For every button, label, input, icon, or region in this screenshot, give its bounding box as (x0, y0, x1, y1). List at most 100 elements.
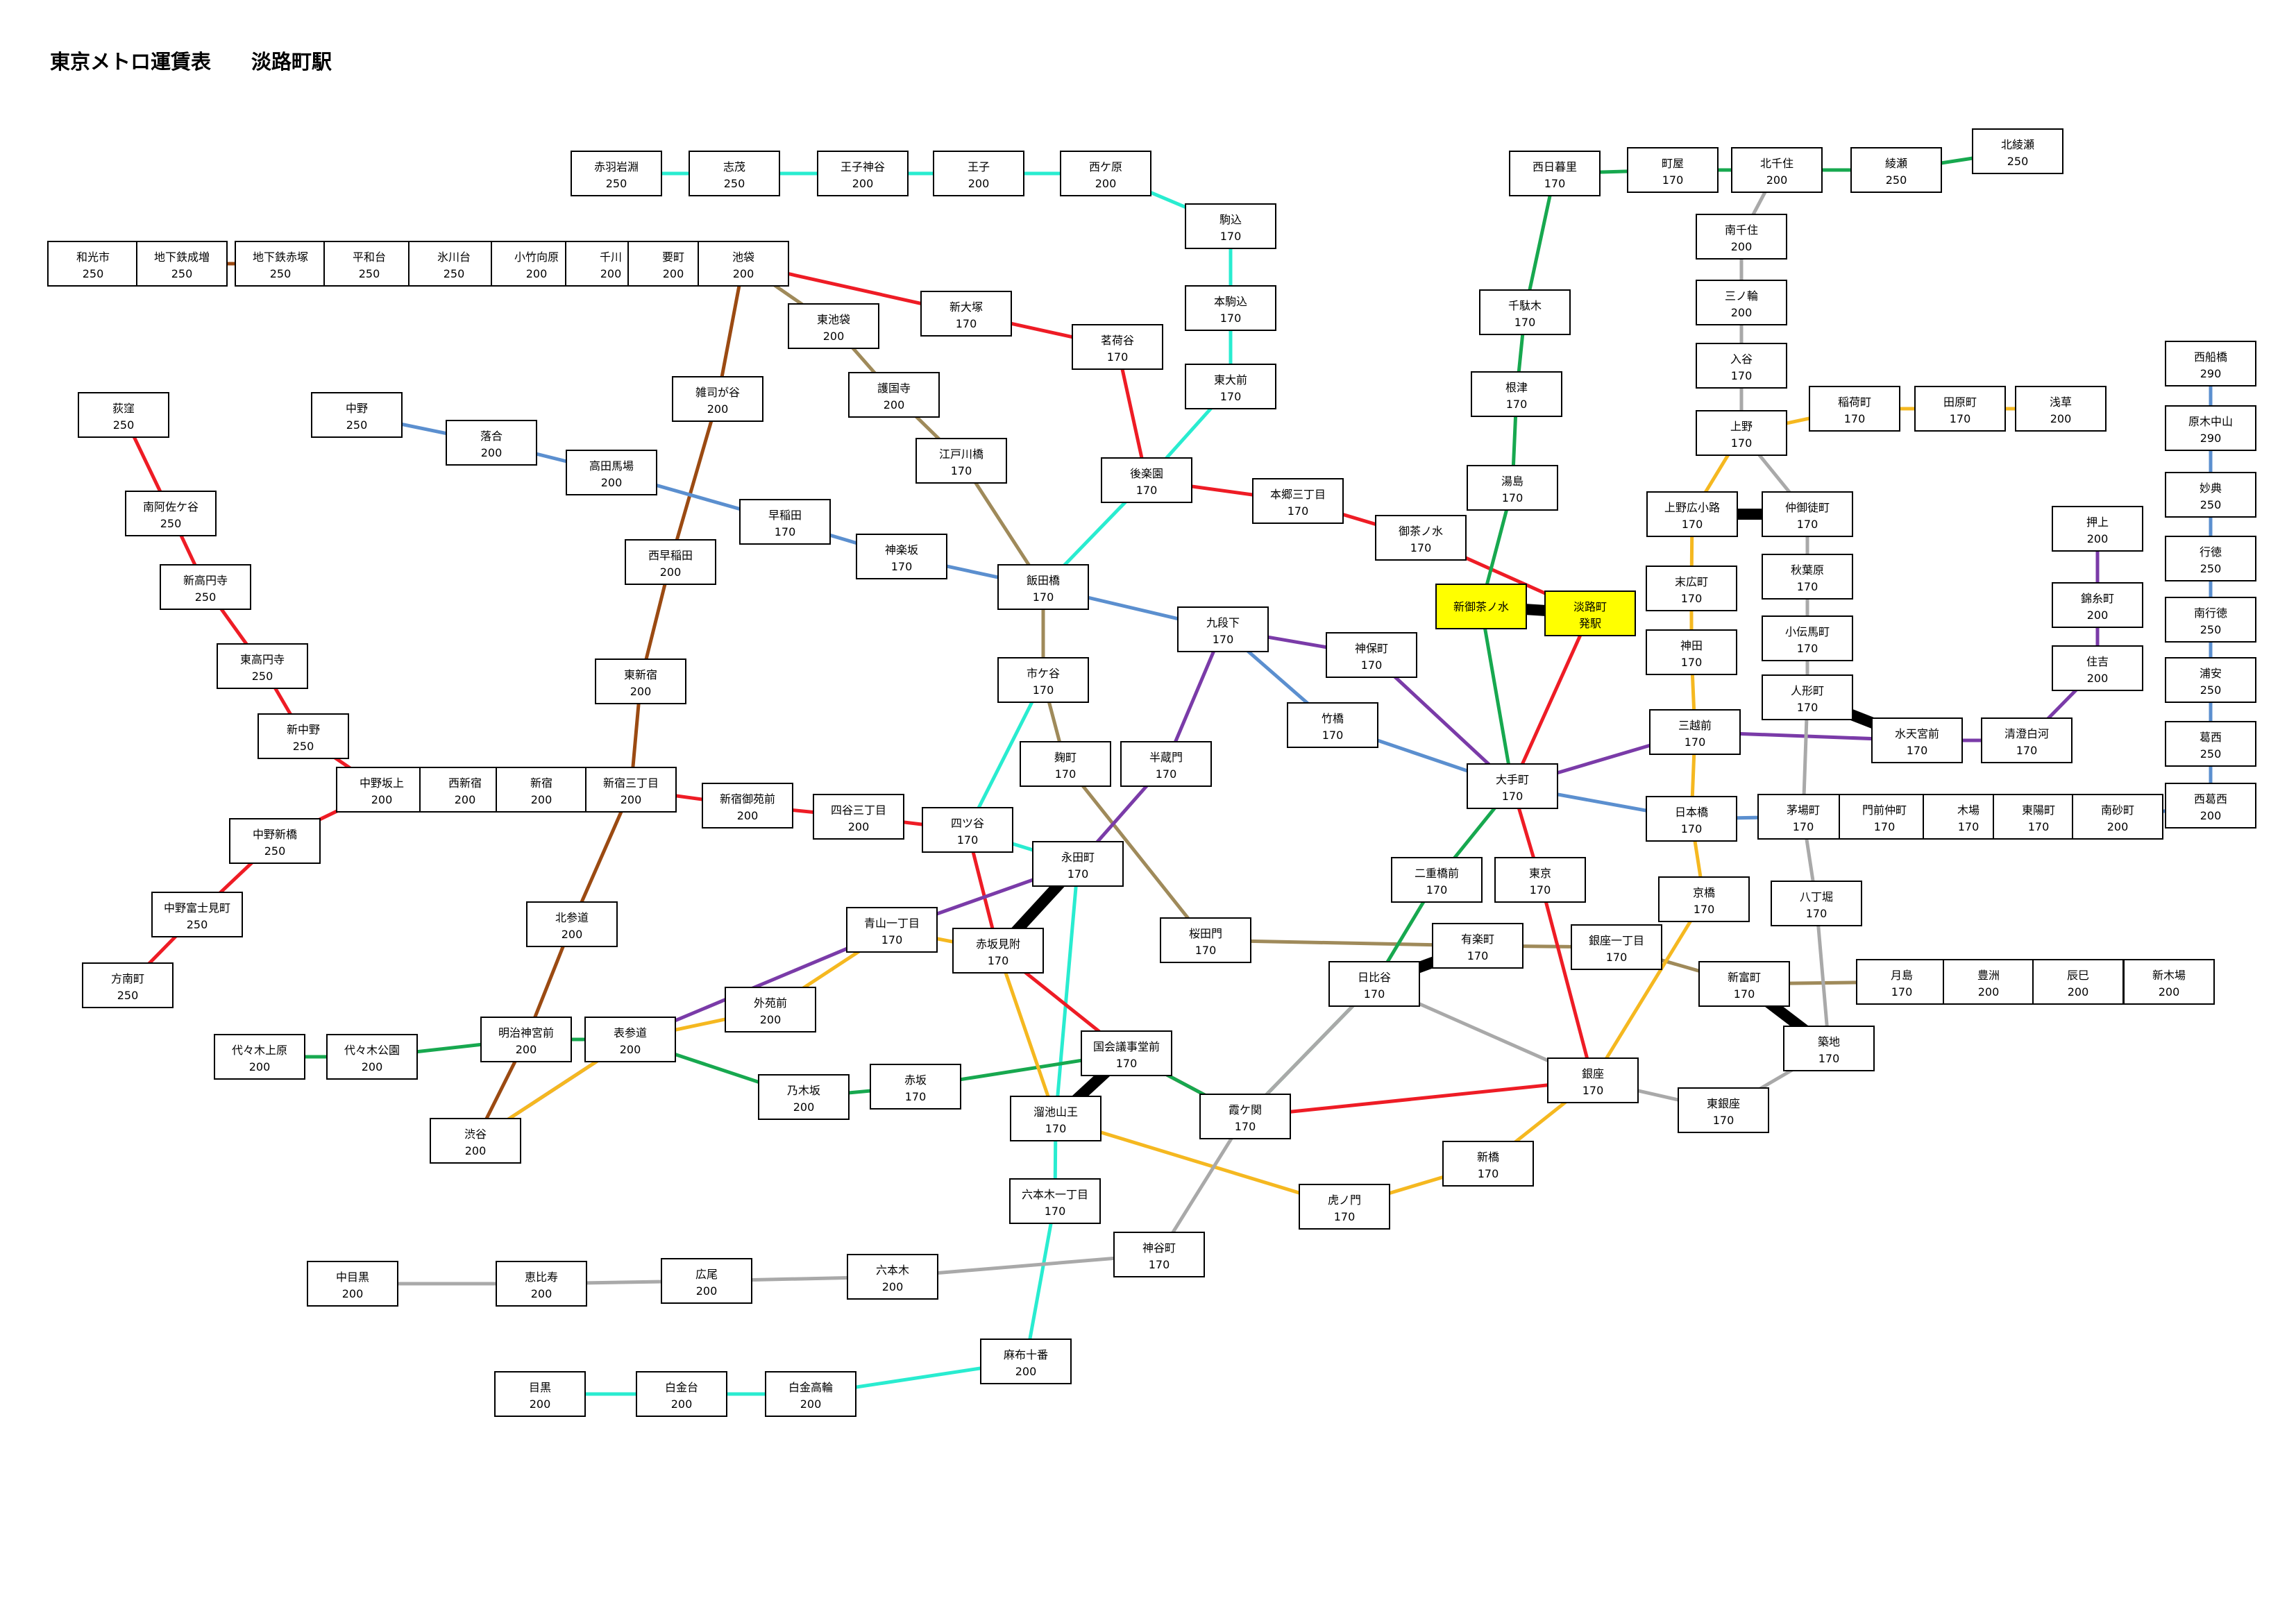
station-shinochanomizu[interactable]: 新御茶ノ水 (1435, 584, 1527, 629)
